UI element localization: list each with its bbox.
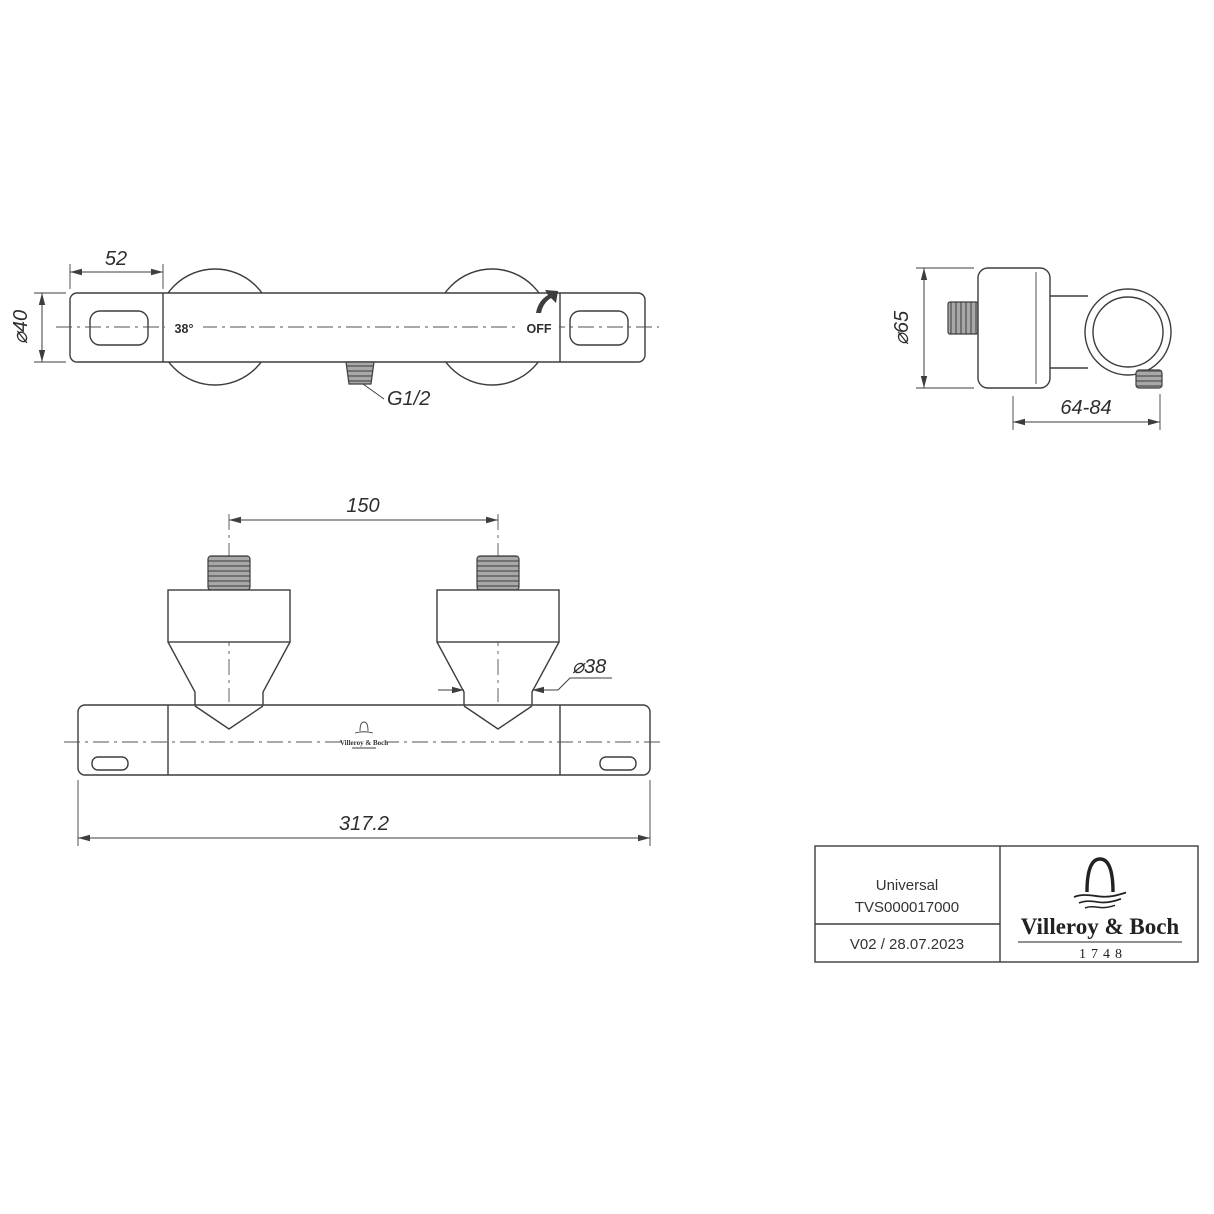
right-cone-left-edge [436, 641, 465, 705]
brand-name: Villeroy & Boch [1021, 914, 1180, 939]
left-inlet-body [167, 589, 291, 643]
right-inlet-post [436, 555, 560, 705]
front-view: 38° OFF G1/2 52 ⌀40 [10, 248, 659, 410]
escutcheon-side [977, 267, 1051, 389]
handle-knob-inner [1092, 296, 1164, 368]
product-code: TVS000017000 [855, 899, 959, 916]
mini-logo-backing [342, 726, 386, 750]
product-name: Universal [876, 877, 939, 894]
dim-diameter-40: ⌀40 [10, 292, 66, 363]
dim-offset-52: 52 [69, 248, 164, 289]
brand-year: 1748 [1079, 947, 1127, 962]
thread-leader-line [362, 383, 385, 400]
dim-diameter-65: ⌀65 [891, 267, 974, 389]
title-block-frame [814, 845, 1199, 963]
handle-knob-outer [1084, 288, 1172, 376]
dim-317-text: 317.2 [339, 813, 389, 835]
handle-indicator-icon [536, 290, 558, 313]
right-mount-slot [569, 310, 629, 346]
dim-overall-317: 317.2 [77, 780, 651, 846]
mini-brand-mark: Villeroy & Boch [340, 721, 388, 750]
left-inlet-post [167, 555, 291, 705]
mini-crest-wave-icon [354, 731, 374, 734]
brand-logo: Villeroy & Boch 1748 [1018, 857, 1182, 962]
title-block: Universal TVS000017000 V02 / 28.07.2023 … [814, 845, 1199, 963]
left-cone-tip [194, 705, 264, 730]
left-cone-right-edge [262, 641, 291, 705]
left-cone-left-edge [167, 641, 196, 705]
right-cap-slot [599, 756, 637, 771]
brand-crest-arch-icon [1085, 857, 1115, 893]
mini-brand-text: Villeroy & Boch [340, 739, 388, 747]
revision-date: V02 / 28.07.2023 [850, 936, 964, 953]
right-cone-tip [463, 705, 533, 730]
dim-52-text: 52 [105, 248, 127, 270]
dim-150-text: 150 [346, 495, 379, 517]
right-inlet-thread [476, 555, 520, 591]
thread-size-label: G1/2 [387, 388, 430, 410]
left-mount-slot [89, 310, 149, 346]
outlet-connector [345, 361, 375, 385]
dim-d38-text: ⌀38 [572, 656, 606, 678]
dim-64-84-text: 64-84 [1060, 397, 1111, 419]
dim-depth-64-84: 64-84 [1012, 394, 1161, 430]
off-label-backing [519, 320, 559, 337]
side-view: ⌀65 64-84 [891, 267, 1172, 430]
volume-knob [1135, 369, 1163, 389]
dim-cone-38: ⌀38 [438, 656, 612, 694]
temp-38-label: 38° [175, 322, 194, 336]
off-label: OFF [527, 322, 552, 336]
left-cap-slot [91, 756, 129, 771]
brand-crest-wave3-icon [1084, 904, 1116, 909]
plan-view: Villeroy & Boch 150 ⌀38 317.2 [64, 495, 662, 846]
brand-crest-wave2-icon [1078, 898, 1122, 904]
mini-crest-icon [359, 721, 369, 732]
dim-d40-text: ⌀40 [10, 310, 32, 344]
right-inlet-body [436, 589, 560, 643]
dim-d65-text: ⌀65 [891, 310, 913, 345]
right-cone-right-edge [531, 641, 560, 705]
brand-crest-wave1-icon [1073, 891, 1127, 898]
temp-label-backing [165, 317, 203, 336]
left-inlet-thread [207, 555, 251, 591]
inlet-nipple [947, 301, 979, 335]
dim-centers-150: 150 [229, 495, 498, 524]
